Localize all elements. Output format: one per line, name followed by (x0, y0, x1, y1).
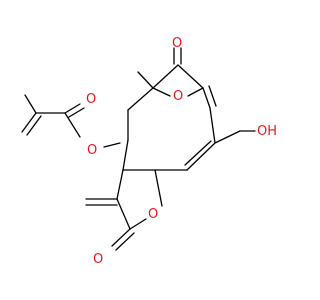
bond-cq-ketone-c (152, 64, 179, 89)
bond-c3-o-double (115, 232, 135, 251)
bond-c-ch-double (186, 142, 216, 171)
bond-c3-ringo (129, 218, 147, 230)
bond-o-ch (187, 87, 204, 97)
bond-c-ch2oh (214, 130, 241, 144)
bond-methyl-c (24, 94, 37, 114)
bond-ch2-c-double (26, 115, 42, 136)
bond-ch-ch-double (202, 87, 211, 109)
bonds (21, 47, 256, 251)
bond-carbonyl-o (64, 103, 81, 114)
bond-ring-c2-c3 (116, 198, 131, 230)
molecule-structure: O O O O O O OH (21, 36, 277, 267)
bond-cq-o (152, 87, 171, 97)
bond-ring-c1-c2 (116, 169, 124, 200)
atom-o-ester-link: O (87, 143, 97, 158)
atom-o-lactone-ring: O (148, 207, 158, 222)
bond-ch2-cq (127, 87, 154, 111)
bond-carbonyl-oester (64, 112, 81, 138)
bond-c3-o (111, 228, 131, 247)
bond-carbonyl-o-double (68, 107, 85, 118)
atom-oh: OH (257, 124, 277, 139)
atom-o-ester-carbonyl: O (86, 92, 96, 107)
atom-o-ketone: O (172, 36, 182, 51)
bond-c-c-top (122, 139, 129, 171)
atom-labels: O O O O O O OH (86, 36, 277, 267)
atom-o-ether: O (173, 89, 183, 104)
bond-oester-c (103, 142, 121, 148)
bond-ch-c (209, 107, 216, 144)
bond-ch-ch-double2 (208, 85, 217, 107)
bond-ch2-c (21, 112, 37, 133)
bond-ketone-c-ch (177, 64, 204, 89)
bond-methyl-cq (137, 71, 154, 89)
atom-o-lactone-carbonyl: O (93, 252, 103, 267)
bond-c-ch-double2 (184, 140, 212, 166)
bond-ringo-c4 (154, 169, 163, 207)
